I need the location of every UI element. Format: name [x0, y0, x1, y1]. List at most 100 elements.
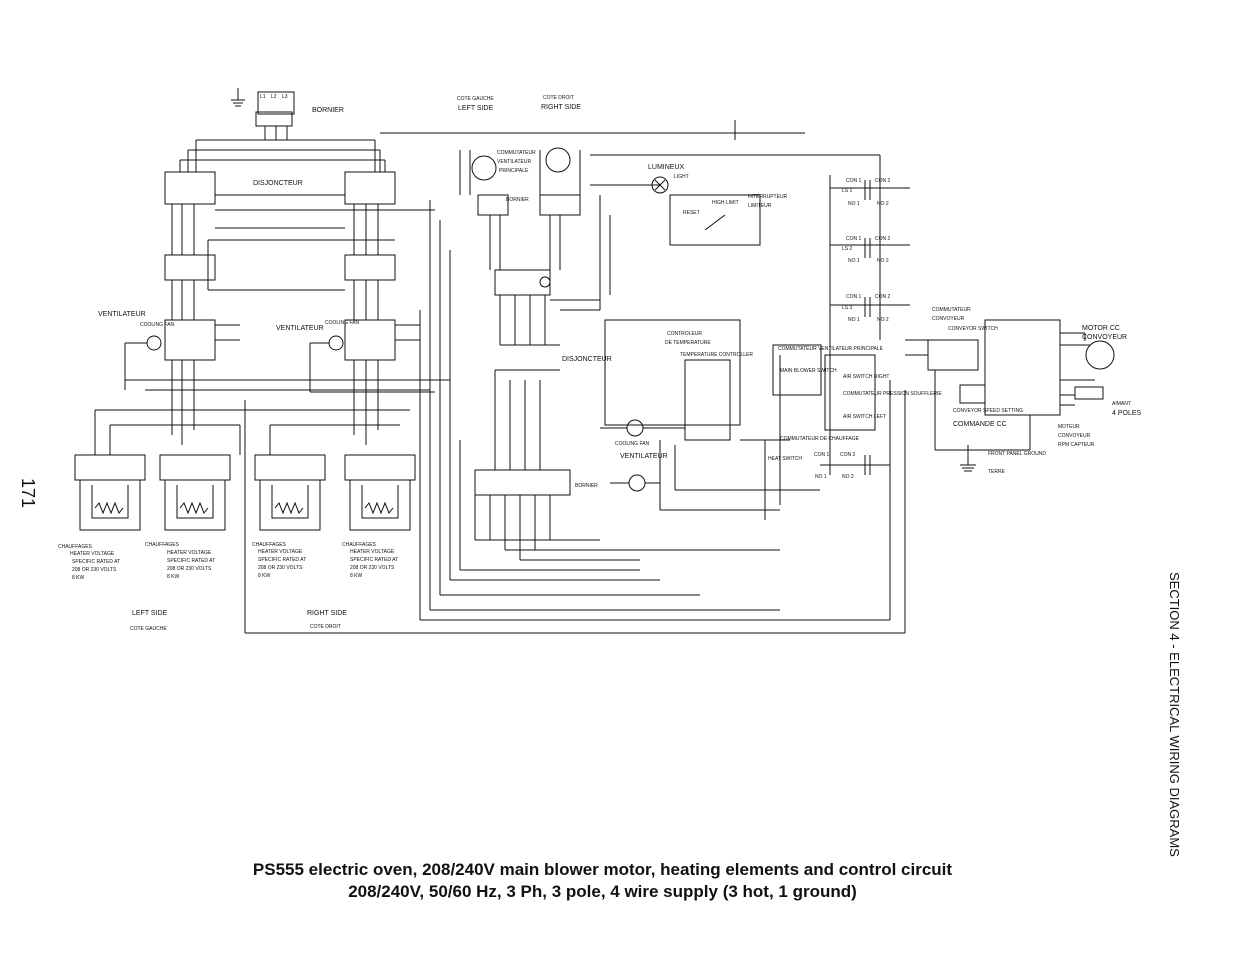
label-no2-d: NO 2 [842, 474, 854, 480]
magnet-4-poles [1074, 386, 1104, 400]
label-conveyor-switch: CONVEYOR SWITCH [948, 326, 998, 332]
label-con2-b: CON 2 [875, 236, 891, 242]
heater2-line1: CHAUFFAGES [145, 542, 180, 548]
label-moteur: MOTEUR [1058, 424, 1080, 430]
cooling-fan-right [328, 335, 344, 351]
heater1-line4: 208 OR 230 VOLTS [72, 567, 117, 573]
label-temperature-controller: TEMPERATURE CONTROLLER [680, 352, 753, 358]
label-right-side-bottom: RIGHT SIDE [307, 610, 347, 617]
breaker-cb1 [164, 171, 216, 205]
air-switches [824, 354, 876, 431]
heater4-line2: HEATER VOLTAGE [350, 549, 395, 555]
conveyor-motor [1085, 340, 1115, 370]
heater-block-2 [159, 454, 231, 531]
label-reset: RESET [683, 210, 700, 216]
bornier-left-side [477, 194, 509, 216]
label-ls3: LS 3 [842, 305, 853, 311]
label-l3: L3 [282, 94, 288, 100]
label-disjoncteur-mid: DISJONCTEUR [562, 356, 612, 363]
label-con1-a: CON 1 [846, 178, 862, 184]
label-cote-droit-bottom: COTE DROIT [310, 624, 341, 630]
heater2-line4: 208 OR 230 VOLTS [167, 566, 212, 572]
heater3-line5: 8 KW [258, 573, 271, 579]
label-controleur: CONTROLEUR [667, 331, 702, 337]
label-front-panel-ground: FRONT PANEL GROUND [988, 451, 1046, 457]
label-commutateur-pression: COMMUTATEUR PRESSION SOUFFLERIE [843, 391, 942, 397]
label-heat-switch: HEAT SWITCH [768, 456, 802, 462]
label-bornier-top: BORNIER [312, 107, 344, 114]
label-bornier-low: BORNIER [575, 483, 598, 489]
heater3-line2: HEATER VOLTAGE [258, 549, 303, 555]
label-cooling-fan-left: COOLING FAN [140, 322, 175, 328]
label-cote-gauche-bottom: COTE GAUCHE [130, 626, 167, 632]
heater2-line2: HEATER VOLTAGE [167, 550, 212, 556]
label-main-blower-switch: MAIN BLOWER SWITCH [780, 368, 837, 374]
high-limit-switch [669, 194, 761, 246]
heater1-line5: 8 KW [72, 575, 85, 581]
conveyor-switch [927, 339, 979, 371]
label-commande-cc: COMMANDE CC [953, 421, 1007, 428]
heater-block-4 [344, 454, 416, 531]
label-commutateur-ventilateur-principale: COMMUTATEUR VENTILATEUR PRINCIPALE [778, 346, 884, 352]
label-lumineux: LUMINEUX [648, 164, 685, 171]
label-con2-d: CON 2 [840, 452, 856, 458]
label-bornier-mid: BORNIER [506, 197, 529, 203]
label-cooling-fan-mid: COOLING FAN [615, 441, 650, 447]
label-4-poles: 4 POLES [1112, 410, 1142, 417]
label-no2-c: NO 2 [877, 317, 889, 323]
heater4-line3: SPECIFIC RATED AT [350, 557, 398, 563]
heater2-line5: 8 KW [167, 574, 180, 580]
label-principale: PRINCIPALE [499, 168, 529, 174]
label-left-side-bottom: LEFT SIDE [132, 610, 168, 617]
contactor-right [344, 254, 396, 281]
label-limiteur: LIMITEUR [748, 203, 772, 209]
label-con1-b: CON 1 [846, 236, 862, 242]
label-left-side-top: LEFT SIDE [458, 105, 494, 112]
caption-line-2: 208/240V, 50/60 Hz, 3 Ph, 3 pole, 4 wire… [348, 882, 857, 901]
page-number: 171 [18, 478, 38, 509]
conveyor-control-board [984, 319, 1061, 416]
label-de-temperature: DE TEMPERATURE [665, 340, 711, 346]
contactor-left [164, 254, 216, 281]
breaker-cb2 [344, 171, 396, 205]
fan-relay-right [344, 319, 396, 361]
main-blower-motor-right [545, 147, 571, 173]
label-cote-gauche-top: COTE GAUCHE [457, 96, 494, 102]
label-right-side-top: RIGHT SIDE [541, 104, 581, 111]
heater1-line2: HEATER VOLTAGE [70, 551, 115, 557]
label-con1-d: CON 1 [814, 452, 830, 458]
label-no2-b: NO 2 [877, 258, 889, 264]
label-ventilateur-principale: VENTILATEUR [497, 159, 531, 165]
label-commutateur-convoyeur: COMMUTATEUR [932, 307, 971, 313]
label-convoyeur-b: CONVOYEUR [1058, 433, 1091, 439]
heater1-line1: CHAUFFAGES [58, 544, 93, 550]
label-air-switch-left: AIR SWITCH LEFT [843, 414, 886, 420]
label-ls2: LS 2 [842, 246, 853, 252]
label-ls1: LS 1 [842, 188, 853, 194]
label-no1-b: NO 1 [848, 258, 860, 264]
label-rpm-capteur: RPM CAPTEUR [1058, 442, 1095, 448]
label-ventilateur-right: VENTILATEUR [276, 325, 324, 332]
temperature-controller-unit [684, 359, 731, 441]
speed-setting-pot [959, 384, 986, 404]
main-blower-motor-left [471, 155, 497, 181]
label-convoyeur: CONVOYEUR [932, 316, 965, 322]
bornier-main [474, 469, 571, 496]
heater2-line3: SPECIFIC RATED AT [167, 558, 215, 564]
label-l1: L1 [260, 94, 266, 100]
label-ventilateur-left: VENTILATEUR [98, 311, 146, 318]
blower-contactor [494, 269, 551, 296]
label-aimant: AIMANT [1112, 401, 1131, 407]
label-terre: TERRE [988, 469, 1006, 475]
label-ventilateur-mid: VENTILATEUR [620, 453, 668, 460]
top-terminal-block [257, 91, 295, 115]
heater3-line3: SPECIFIC RATED AT [258, 557, 306, 563]
heater3-line4: 208 OR 230 VOLTS [258, 565, 303, 571]
label-air-switch-right: AIR SWITCH RIGHT [843, 374, 889, 380]
label-no2-a: NO 2 [877, 201, 889, 207]
top-terminal-block-lower [255, 111, 293, 127]
heater4-line1: CHAUFFAGES [342, 542, 377, 548]
label-l2: L2 [271, 94, 277, 100]
bornier-right-side [539, 194, 581, 216]
cooling-fan-left [146, 335, 162, 351]
